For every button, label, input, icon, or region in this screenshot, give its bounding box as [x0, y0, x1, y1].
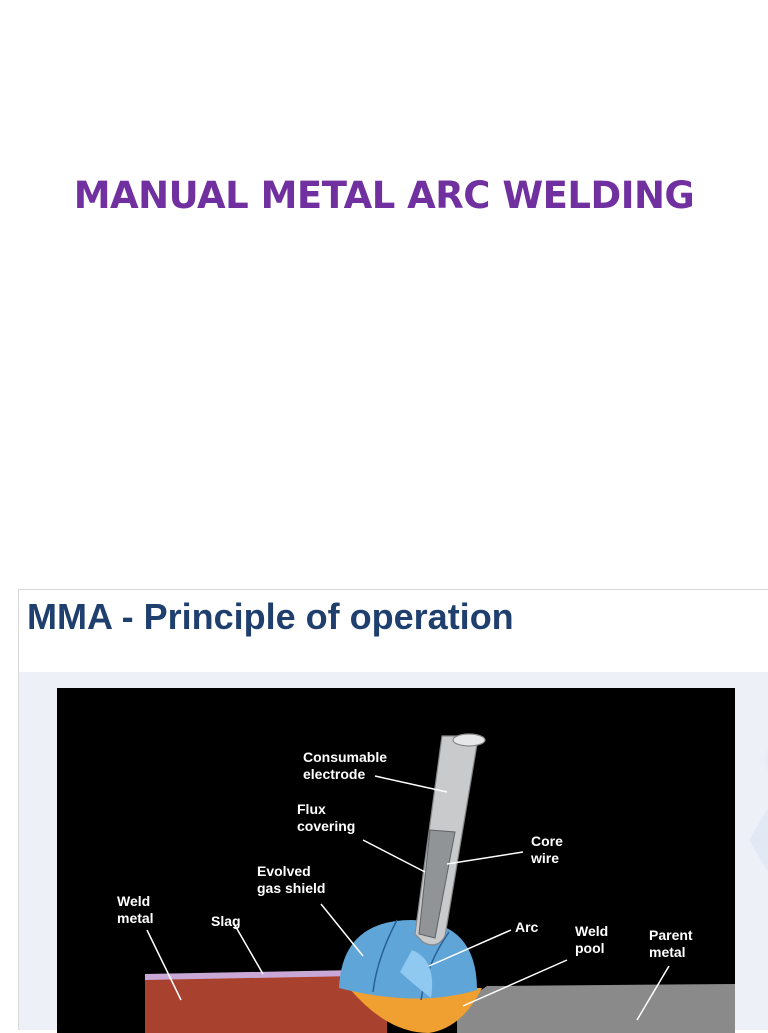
parent-metal-region	[457, 984, 735, 1033]
slide-header: MMA - Principle of operation	[19, 590, 768, 672]
weld-metal-region	[145, 974, 387, 1033]
page-title: MANUAL METAL ARC WELDING	[73, 174, 695, 217]
label-slag: Slag	[211, 913, 241, 929]
slag-layer	[145, 970, 357, 980]
label-arc: Arc	[515, 919, 539, 935]
electrode-core-wire	[418, 829, 456, 939]
weld-pool-region	[349, 988, 482, 1033]
label-flux-covering: Flux covering	[297, 801, 355, 834]
decorative-swoosh	[749, 746, 768, 872]
slide-title: MMA - Principle of operation	[27, 596, 514, 637]
mma-diagram-svg: Consumable electrode Flux covering Core …	[117, 733, 735, 1033]
label-core-wire: Core wire	[530, 833, 567, 866]
title-page: MANUAL METAL ARC WELDING	[73, 174, 695, 217]
slide: MMA - Principle of operation	[18, 589, 768, 1033]
mma-diagram: Consumable electrode Flux covering Core …	[57, 688, 735, 1033]
label-evolved-gas-shield: Evolved gas shield	[257, 863, 325, 896]
label-parent-metal: Parent metal	[649, 927, 696, 960]
label-consumable-electrode: Consumable electrode	[303, 749, 391, 782]
label-weld-metal: Weld metal	[117, 893, 154, 926]
label-weld-pool: Weld pool	[575, 923, 612, 956]
